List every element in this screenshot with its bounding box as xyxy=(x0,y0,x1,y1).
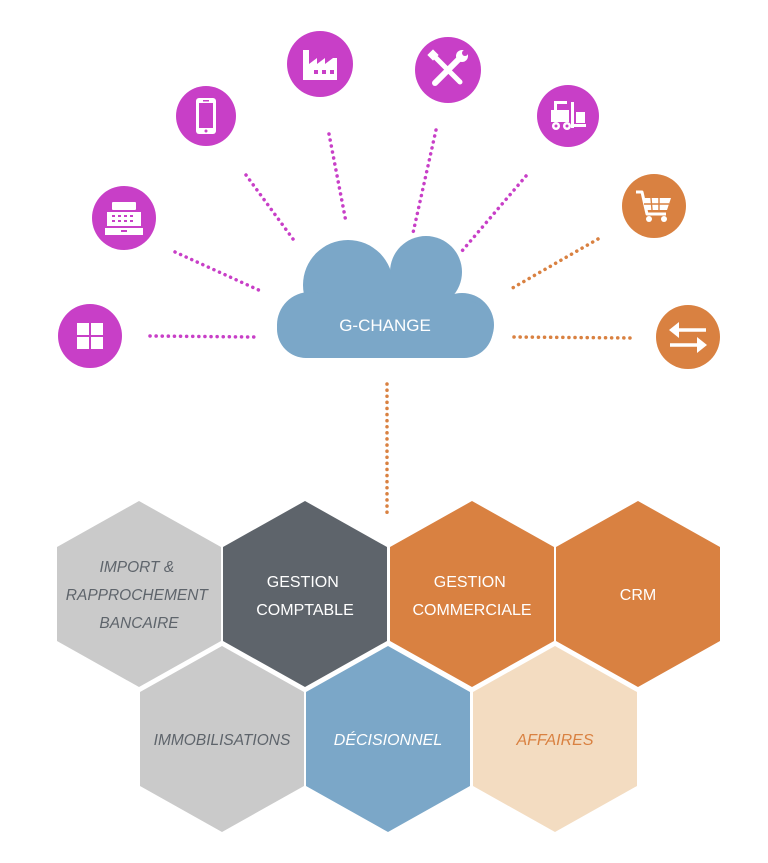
module-crm: CRM xyxy=(556,501,720,687)
module-import-rapprochement: IMPORT & RAPPROCHEMENT BANCAIRE xyxy=(57,501,221,687)
connector-forklift xyxy=(460,174,528,253)
connector-smartphone xyxy=(244,173,295,241)
module-import-line3: BANCAIRE xyxy=(99,615,179,632)
module-immobilisations-label: IMMOBILISATIONS xyxy=(154,732,291,749)
module-comptable-line2: COMPTABLE xyxy=(256,602,354,619)
windows-grid-icon xyxy=(58,304,122,368)
module-gestion-comptable: GESTION COMPTABLE xyxy=(223,501,387,687)
g-change-cloud xyxy=(277,236,494,358)
forklift-icon xyxy=(537,85,599,147)
module-decisionnel-label: DÉCISIONNEL xyxy=(334,730,442,749)
svg-text:GESTION COMPTABLE: GESTION COMPTABLE xyxy=(256,574,354,619)
connector-windows xyxy=(148,334,256,339)
connector-transfer xyxy=(512,335,635,340)
transfer-arrows-icon xyxy=(656,305,720,369)
module-immobilisations: IMMOBILISATIONS xyxy=(140,646,304,832)
module-decisionnel: DÉCISIONNEL xyxy=(306,646,470,832)
connectors xyxy=(148,128,635,518)
cloud-label: G-CHANGE xyxy=(339,316,431,335)
module-hexagons: IMPORT & RAPPROCHEMENT BANCAIRE GESTION … xyxy=(57,501,720,832)
factory-icon xyxy=(287,31,353,97)
tools-icon xyxy=(415,37,481,103)
connector-factory xyxy=(327,132,348,224)
module-crm-label: CRM xyxy=(620,587,656,604)
module-import-line1: IMPORT & xyxy=(100,559,175,576)
smartphone-icon xyxy=(176,86,236,146)
connector-cash-register xyxy=(173,250,265,294)
shopping-cart-icon xyxy=(622,174,686,238)
svg-text:GESTION COMMERCIALE: GESTION COMMERCIALE xyxy=(412,574,531,619)
svg-text:IMPORT & RAPPROCHEMENT: IMPORT & RAPPROCHEMENT BANCAIRE xyxy=(66,559,212,632)
module-commerciale-line1: GESTION xyxy=(434,574,506,591)
connector-cart xyxy=(507,237,600,292)
module-gestion-commerciale: GESTION COMMERCIALE xyxy=(390,501,554,687)
module-affaires: AFFAIRES xyxy=(473,646,637,832)
module-commerciale-line2: COMMERCIALE xyxy=(412,602,531,619)
connector-tools xyxy=(411,128,438,235)
module-comptable-line1: GESTION xyxy=(267,574,339,591)
module-import-line2: RAPPROCHEMENT xyxy=(66,587,210,604)
cash-register-icon xyxy=(92,186,156,250)
icons xyxy=(58,31,720,369)
module-affaires-label: AFFAIRES xyxy=(515,732,593,749)
